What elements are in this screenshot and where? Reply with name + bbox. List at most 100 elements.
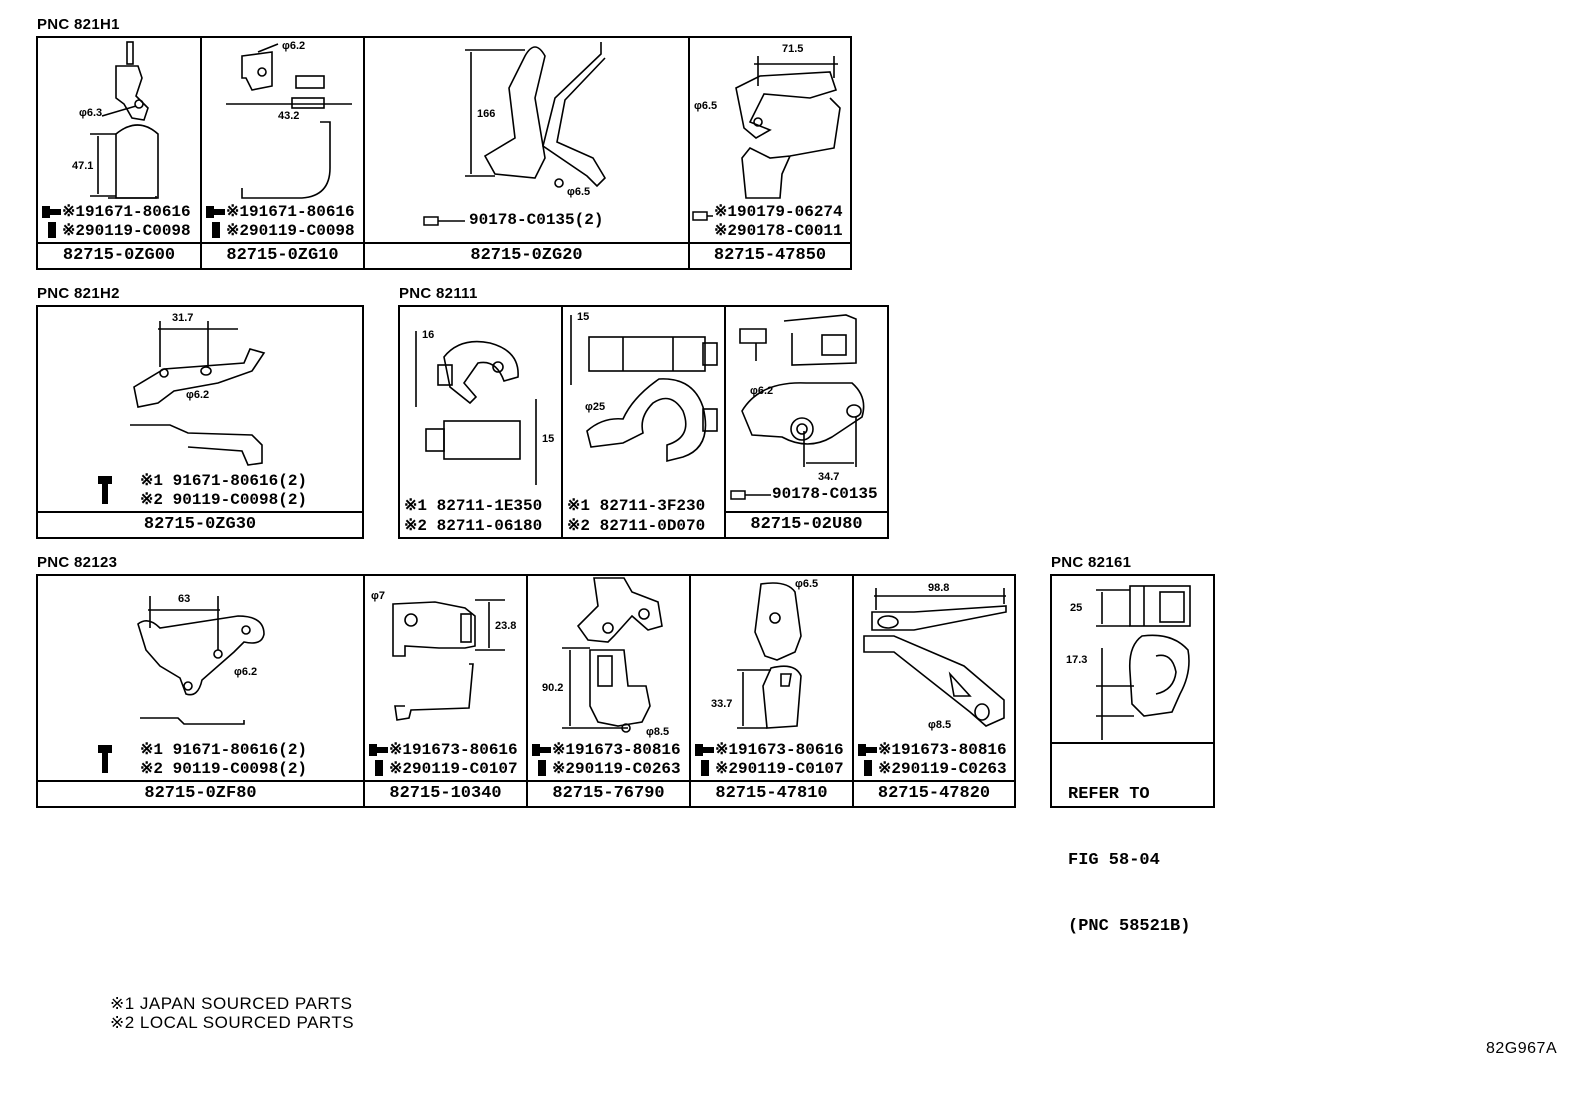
footnote-japan-sourced: ※1 JAPAN SOURCED PARTS	[110, 994, 353, 1013]
sub-part-number: ※290178-C0011	[714, 222, 843, 240]
sub-part-number: 90178-C0135	[730, 485, 878, 503]
bracket-drawing	[737, 582, 802, 729]
dimension-label: 25	[1070, 602, 1083, 614]
dimension-label: φ8.5	[928, 719, 952, 731]
sub-part-number: ※191673-80816	[856, 739, 1007, 759]
reference-line: FIG 58-04	[1068, 851, 1160, 870]
part-cell[interactable]: φ7 23.8 ※191673-80616 ※290119-C0107 8271…	[365, 576, 528, 806]
sub-part-number: ※290119-C0107	[693, 758, 844, 778]
sub-part-number: ※190179-06274	[692, 201, 843, 221]
dimension-label: φ7	[371, 590, 385, 602]
sub-part-number: 90178-C0135(2)	[423, 211, 603, 229]
part-cell[interactable]: 71.5 φ6.5 ※190179-06274 ※290178-C0011 82…	[690, 38, 850, 268]
part-cell[interactable]: 31.7 φ6.2 ※1 91671-80616(2) ※2 90119-C00…	[38, 307, 362, 537]
reference-line: REFER TO	[1068, 785, 1150, 804]
part-cell[interactable]: φ6.5 33.7 ※191673-80616 ※290119-C0107 82…	[691, 576, 854, 806]
sub-part-number: ※191673-80616	[367, 739, 518, 759]
part-number: 82715-0ZG10	[202, 242, 363, 268]
dimension-label: 15	[542, 433, 555, 445]
pnc-label: PNC 821H1	[37, 16, 120, 33]
dimension-label: φ6.5	[795, 578, 819, 590]
dimension-label: 71.5	[782, 43, 804, 55]
parts-group-82161: 25 17.3 REFER TO FIG 58-04 (PNC 58521B)	[1050, 574, 1215, 936]
clamp-drawing	[570, 315, 718, 463]
dimension-label: 23.8	[495, 620, 517, 632]
footnote-local-sourced: ※2 LOCAL SOURCED PARTS	[110, 1013, 355, 1032]
bracket-drawing	[130, 321, 266, 466]
pnc-label: PNC 82161	[1051, 554, 1132, 571]
bracket-drawing	[863, 588, 1007, 727]
sub-part-number: ※290119-C0263	[530, 758, 681, 778]
sub-part-number: ※290119-C0263	[856, 758, 1007, 778]
clamp-drawing	[1096, 585, 1191, 740]
parts-group-82111: 16 15 ※1 82711-1E350 ※2 82711-06180 15 φ…	[398, 305, 889, 539]
pnc-label: PNC 821H2	[37, 285, 120, 302]
part-cell[interactable]: φ6.2 43.2 ※191671-80616 ※290119-C0098 82…	[202, 38, 365, 268]
dimension-label: 166	[477, 108, 496, 120]
part-number: 82715-0ZG00	[38, 242, 200, 268]
dimension-label: φ6.2	[282, 40, 306, 52]
part-number: 82715-47850	[690, 242, 850, 268]
bracket-drawing	[739, 314, 865, 467]
dimension-label: φ6.2	[234, 666, 258, 678]
dimension-label: φ6.5	[694, 100, 718, 112]
sub-part-number: ※191673-80816	[530, 739, 681, 759]
part-cell[interactable]: φ6.3 47.1 ※191671-80616 ※290119-C0098 82…	[38, 38, 202, 268]
sub-part-number: ※2 90119-C0098(2)	[140, 491, 308, 509]
sub-part-number: ※2 90119-C0098(2)	[140, 760, 308, 778]
part-number: 82715-47820	[854, 780, 1014, 806]
sub-part-number: ※191673-80616	[693, 739, 844, 759]
parts-group-82123: 63 φ6.2 ※1 91671-80616(2) ※2 90119-C0098…	[36, 574, 1016, 808]
dimension-label: 90.2	[542, 682, 564, 694]
sub-part-number: ※2 82711-06180	[404, 517, 543, 535]
dimension-label: 16	[422, 329, 435, 341]
pnc-label: PNC 82123	[37, 554, 118, 571]
part-number: 82715-02U80	[726, 511, 887, 537]
bracket-drawing	[226, 43, 352, 199]
bracket-drawing	[562, 577, 663, 733]
dimension-label: 15	[577, 311, 590, 323]
part-cell[interactable]: φ6.2 34.7 90178-C0135 82715-02U80	[726, 307, 887, 537]
part-cell[interactable]: 98.8 φ8.5 ※191673-80816 ※290119-C0263 82…	[854, 576, 1014, 806]
dimension-label: φ6.2	[750, 385, 774, 397]
part-number: 82715-47810	[691, 780, 852, 806]
dimension-label: 33.7	[711, 698, 733, 710]
bracket-drawing	[465, 42, 607, 188]
sub-part-number: ※1 91671-80616(2)	[96, 470, 307, 504]
part-cell[interactable]: 15 φ25 ※1 82711-3F230 ※2 82711-0D070	[563, 307, 726, 537]
parts-group-821h1: φ6.3 47.1 ※191671-80616 ※290119-C0098 82…	[36, 36, 852, 270]
sub-part-number: ※1 91671-80616(2)	[96, 739, 307, 773]
bracket-drawing	[735, 56, 841, 199]
reference-note[interactable]: REFER TO FIG 58-04 (PNC 58521B)	[1068, 740, 1190, 982]
pnc-label: PNC 82111	[399, 285, 478, 302]
reference-line: (PNC 58521B)	[1068, 917, 1191, 936]
sub-part-number: ※1 82711-1E350	[404, 497, 543, 515]
part-number: 82715-0ZG30	[38, 511, 362, 537]
dimension-label: 34.7	[818, 471, 840, 483]
dimension-label: φ6.3	[79, 107, 103, 119]
dimension-label: 31.7	[172, 312, 194, 324]
clamp-drawing	[415, 331, 537, 485]
dimension-label: 63	[178, 593, 191, 605]
bracket-drawing	[392, 599, 505, 721]
part-cell[interactable]: 25 17.3 REFER TO FIG 58-04 (PNC 58521B)	[1052, 576, 1213, 936]
dimension-label: 98.8	[928, 582, 950, 594]
part-cell[interactable]: 16 15 ※1 82711-1E350 ※2 82711-06180	[400, 307, 563, 537]
part-cell[interactable]: 166 φ6.5 90178-C0135(2) 82715-0ZG20	[365, 38, 690, 268]
sub-part-number: ※191671-80616	[40, 201, 191, 221]
dimension-label: 47.1	[72, 160, 94, 172]
dimension-label: φ25	[585, 401, 606, 413]
sub-part-number: ※2 82711-0D070	[567, 517, 706, 535]
part-cell[interactable]: 63 φ6.2 ※1 91671-80616(2) ※2 90119-C0098…	[38, 576, 365, 806]
part-number: 82715-0ZF80	[38, 780, 363, 806]
dimension-label: 43.2	[278, 110, 300, 122]
sub-part-number: ※1 82711-3F230	[567, 497, 706, 515]
dimension-label: φ6.5	[567, 186, 591, 198]
part-number: 82715-0ZG20	[365, 242, 688, 268]
part-number: 82715-76790	[528, 780, 689, 806]
sub-part-number: ※290119-C0098	[40, 220, 191, 240]
bracket-drawing	[90, 41, 159, 199]
dimension-label: φ6.2	[186, 389, 210, 401]
part-cell[interactable]: 90.2 φ8.5 ※191673-80816 ※290119-C0263 82…	[528, 576, 691, 806]
parts-group-821h2: 31.7 φ6.2 ※1 91671-80616(2) ※2 90119-C00…	[36, 305, 364, 539]
